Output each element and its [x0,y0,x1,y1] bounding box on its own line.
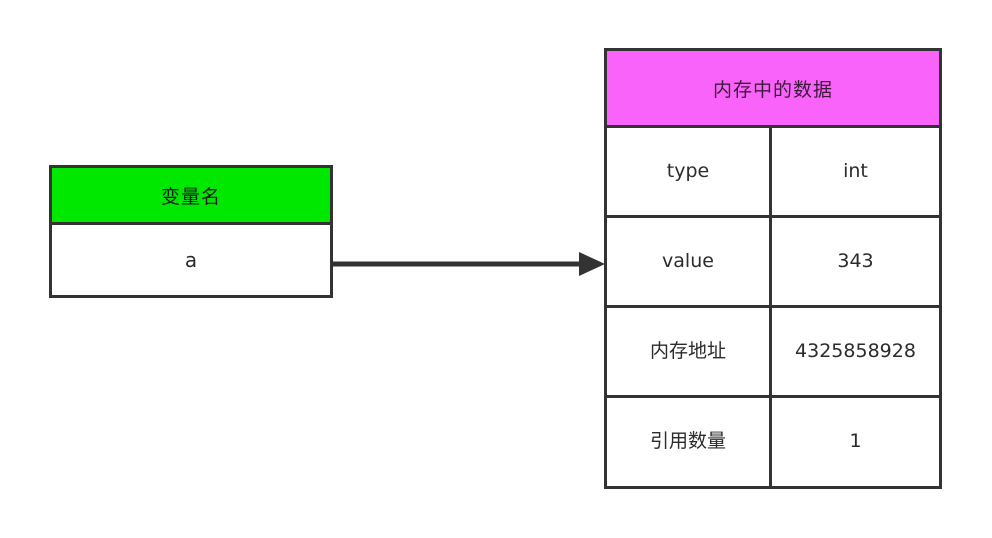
memory-row-key-refcount: 引用数量 [607,398,772,486]
memory-row-value-type: int [843,159,868,182]
memory-row-value-refcount: 1 [849,430,862,453]
table-row: 内存地址 4325858928 [607,308,939,398]
memory-row-value-address: 4325858928 [795,339,916,362]
points-to-arrow-icon [333,252,605,276]
memory-table-header: 内存中的数据 [607,51,939,128]
variable-box-header: 变量名 [52,168,330,225]
memory-row-key-type: type [607,128,772,215]
table-row: type int [607,128,939,218]
memory-table-body: type int value 343 内存地址 4325858928 引用数量 … [607,128,939,486]
memory-row-value-value: 343 [837,249,874,272]
memory-row-key-value: value [607,218,772,305]
memory-row-key-address: 内存地址 [607,308,772,395]
table-row: value 343 [607,218,939,308]
memory-data-table: 内存中的数据 type int value 343 内存地址 432585892… [604,48,942,489]
table-row: 引用数量 1 [607,398,939,486]
variable-name-value: a [52,225,330,295]
variable-name-box: 变量名 a [49,165,333,298]
